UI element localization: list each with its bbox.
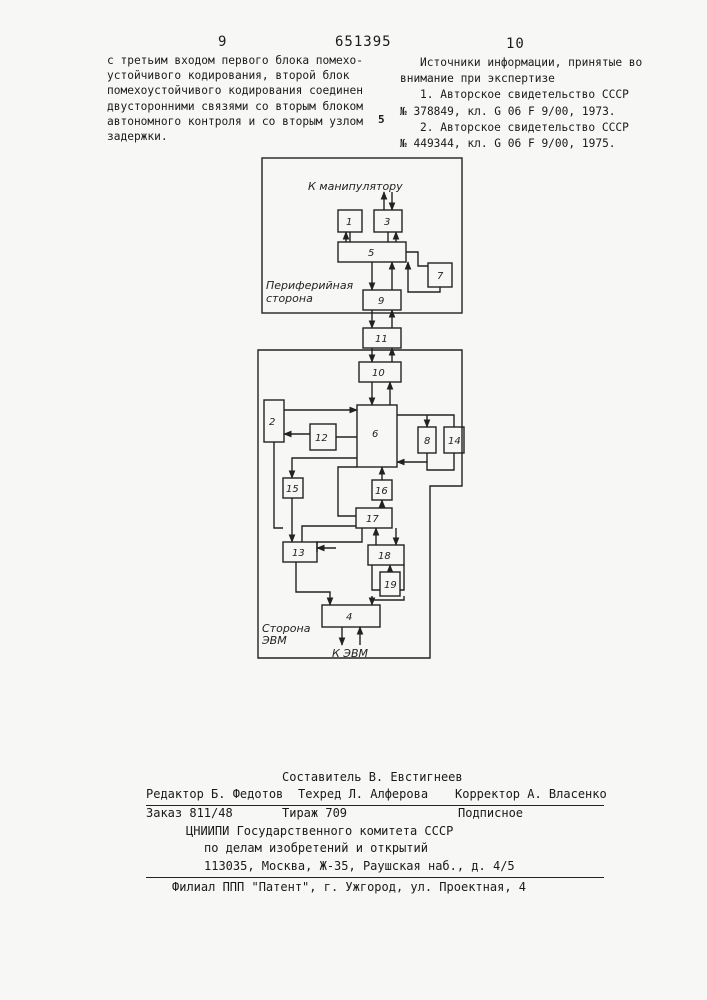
label-computer-side: ЭВМ <box>261 634 287 647</box>
order-number: Заказ 811/48 <box>146 806 233 820</box>
circulation: Тираж 709 <box>282 806 347 820</box>
block-label-18: 18 <box>378 551 391 562</box>
compiler-line: Составитель В. Евстигнеев <box>282 770 463 784</box>
block-label-1: 1 <box>346 217 352 228</box>
block-label-7: 7 <box>437 271 444 282</box>
block-label-3: 3 <box>384 217 390 228</box>
corrector-name: Корректор А. Власенко <box>455 787 607 801</box>
label-peripheral-side: сторона <box>266 292 313 305</box>
computer-side-frame <box>258 350 462 658</box>
block-label-15: 15 <box>286 484 299 495</box>
subscription-note: Подписное <box>458 806 523 820</box>
block-label-11: 11 <box>375 334 388 345</box>
techred-name: Техред Л. Алферова <box>298 787 428 801</box>
block-label-17: 17 <box>366 514 379 525</box>
block-label-19: 19 <box>384 580 397 591</box>
block-label-12: 12 <box>315 433 328 444</box>
organization-address: 113035, Москва, Ж-35, Раушская наб., д. … <box>204 859 515 873</box>
block-label-13: 13 <box>292 548 305 559</box>
block-label-16: 16 <box>375 486 388 497</box>
block-label-14: 14 <box>448 436 461 447</box>
block-label-5: 5 <box>368 248 374 259</box>
block-diagram: 1 3 5 7 9 11 10 2 12 6 8 14 15 16 17 13 … <box>0 0 707 700</box>
organization-name: ЦНИИПИ Государственного комитета СССР <box>186 824 453 838</box>
block-label-8: 8 <box>424 436 430 447</box>
block-label-10: 10 <box>372 368 385 379</box>
branch-address: Филиал ППП "Патент", г. Ужгород, ул. Про… <box>172 880 526 894</box>
label-to-manipulator: К манипулятору <box>308 180 403 193</box>
block-label-6: 6 <box>372 429 378 440</box>
editor-name: Редактор Б. Федотов <box>146 787 283 801</box>
label-peripheral-side: Периферийная <box>266 279 354 292</box>
block-label-9: 9 <box>378 296 384 307</box>
block-label-2: 2 <box>269 417 275 428</box>
divider <box>146 877 604 878</box>
organization-subtitle: по делам изобретений и открытий <box>204 841 428 855</box>
label-to-computer: К ЭВМ <box>332 647 369 660</box>
block-label-4: 4 <box>346 612 352 623</box>
